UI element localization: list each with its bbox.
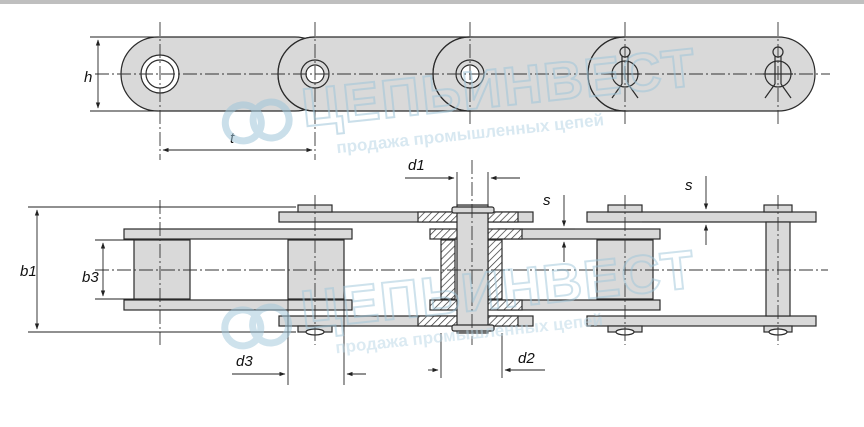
section-joint	[417, 204, 523, 334]
label-b3: b3	[82, 269, 99, 286]
section-pin-head	[451, 324, 495, 332]
top-border	[0, 0, 864, 4]
dimension-s-left	[522, 195, 575, 262]
chain-plan-view	[123, 204, 817, 336]
dimension-d1	[405, 172, 520, 205]
section-bushing	[440, 239, 456, 300]
centerlines-bottom	[95, 160, 828, 345]
inner-plate-top	[123, 228, 353, 240]
watermark-emblem	[221, 98, 293, 145]
roller	[287, 239, 345, 300]
label-s-right: s	[685, 177, 693, 194]
dimension-b3	[95, 239, 134, 300]
label-b1: b1	[20, 263, 37, 280]
watermark-emblem	[221, 303, 293, 350]
section-pin-head	[451, 206, 495, 214]
outer-plate-top	[586, 211, 817, 223]
centerlines-top	[95, 22, 830, 160]
section-pin	[456, 204, 489, 334]
dimension-s-right	[642, 176, 720, 245]
outer-plate-bottom	[278, 315, 534, 327]
label-d2: d2	[518, 350, 535, 367]
label-h: h	[84, 69, 92, 86]
label-s-left: s	[543, 192, 551, 209]
section-inner-plate	[487, 228, 523, 240]
dimension-h	[90, 36, 158, 112]
roller	[133, 239, 191, 300]
label-d3: d3	[236, 353, 253, 370]
outer-plate-bottom	[586, 315, 817, 327]
label-d1: d1	[408, 157, 425, 174]
dimension-d2	[428, 333, 545, 378]
outer-plate-top	[278, 211, 534, 223]
